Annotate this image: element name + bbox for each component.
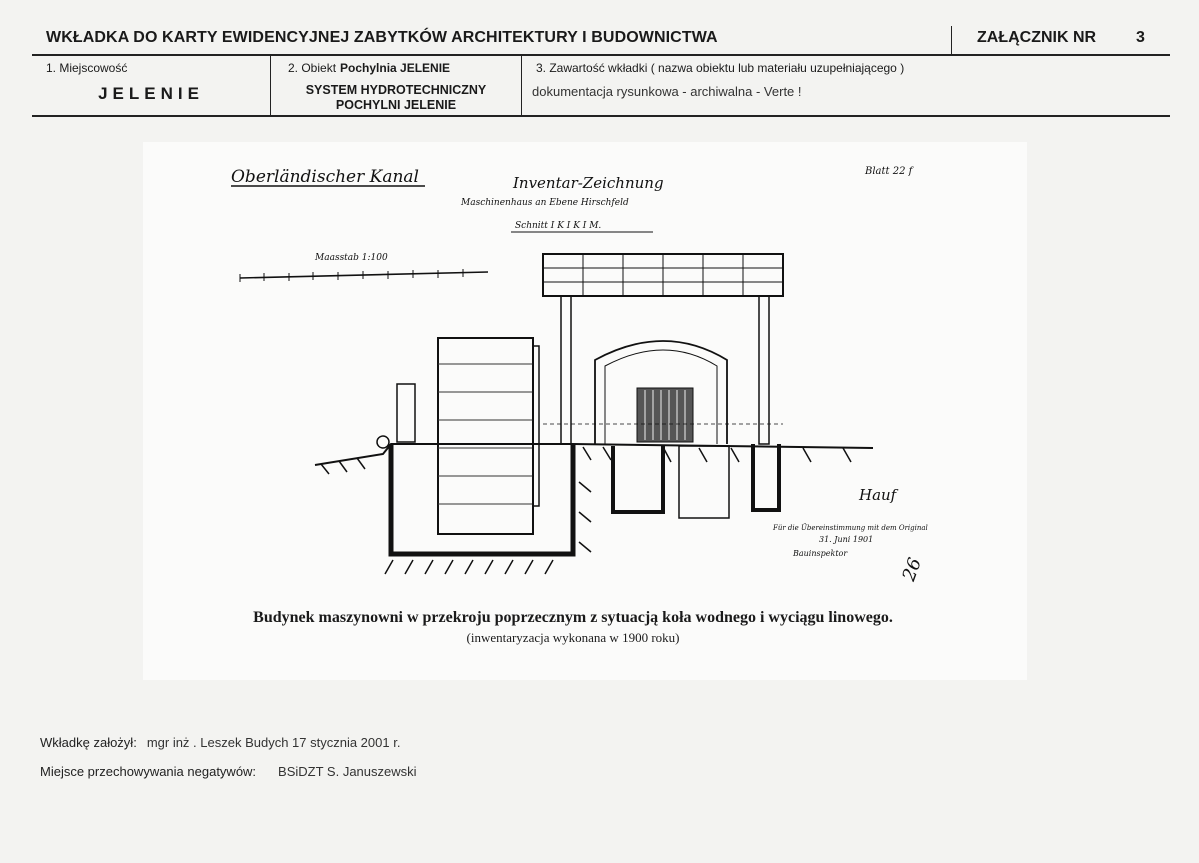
wheel-buckets [438,363,533,505]
place-value: JELENIE [98,84,204,103]
storage-label: Miejsce przechowywania negatywów: [40,764,257,779]
gear-pit [678,445,730,519]
house-left-wall [560,295,572,445]
left-support-post [396,383,416,443]
inscription-scale: Maasstab 1:100 [314,253,388,263]
content-value: dokumentacja rysunkowa - archiwalna - Ve… [532,84,802,99]
scale-bar [239,271,489,279]
roof-truss-members [543,254,783,296]
drawing-caption: Budynek maszynowni w przekroju poprzeczn… [253,608,893,648]
machine-foundation [611,446,665,514]
header-divider [951,26,952,54]
inscription-signature: Hauf [858,486,899,504]
wheel-axle-frame [532,345,540,507]
pit-hatching [384,481,592,575]
storage-line: Miejsce przechowywania negatywów: BSiDZT … [40,764,417,779]
caption-note: (inwentaryzacja wykonana w 1900 roku) [466,630,680,645]
annex-number: 3 [1136,29,1145,46]
archival-drawing: Oberländischer Kanal Inventar-Zeichnung … [143,142,1027,680]
founder-label: Wkładkę założył: [40,735,137,750]
header-row: WKŁADKA DO KARTY EWIDENCYJNEJ ZABYTKÓW A… [32,22,1170,56]
object-value: SYSTEM HYDROTECHNICZNY POCHYLNI JELENIE [271,83,521,113]
ground-line [314,443,874,466]
rope-drum [636,387,694,443]
object-value-line1: SYSTEM HYDROTECHNICZNY [305,83,487,97]
sheet-number: 26 [898,555,926,585]
object-value-line2: POCHYLNI JELENIE [335,98,457,112]
inscription-sub2: Schnitt I K I K I M. [515,221,601,231]
document-title: WKŁADKA DO KARTY EWIDENCYJNEJ ZABYTKÓW A… [46,29,718,46]
inscription-date: 31. Juni 1901 [819,535,873,544]
content-label: 3. Zawartość wkładki ( nazwa obiektu lub… [536,61,905,75]
right-foundation [751,444,781,512]
inscription-note: Für die Übereinstimmung mit dem Original [772,523,928,532]
caption-main: Budynek maszynowni w przekroju poprzeczn… [253,609,893,626]
content-field: 3. Zawartość wkładki ( nazwa obiektu lub… [521,56,1171,115]
cross-section-drawing: Oberländischer Kanal Inventar-Zeichnung … [231,166,928,585]
water-wheel [437,337,534,535]
rope-drum-staves [644,390,686,440]
storage-value: BSiDZT S. Januszewski [278,764,417,779]
inscription-title: Inventar-Zeichnung [512,174,664,192]
scale-ticks [239,269,464,282]
wheel-pit [388,444,576,557]
inscription-sub1: Maschinenhaus an Ebene Hirschfeld [460,198,629,208]
house-right-wall [758,295,770,445]
arched-opening [594,340,728,444]
founder-line: Wkładkę założył: mgr inż . Leszek Budych … [40,735,400,750]
annex-label: ZAŁĄCZNIK NR [977,29,1097,46]
place-field: 1. Miejscowość JELENIE [32,56,270,115]
founder-value: mgr inż . Leszek Budych 17 stycznia 2001… [146,735,401,750]
ground-hatching [320,446,852,475]
place-label: 1. Miejscowość [46,61,128,75]
arched-opening-inner [604,349,718,444]
sluice-pipe [376,435,390,449]
inscription-canal: Oberländischer Kanal [231,167,419,187]
object-name: Pochylnia JELENIE [340,61,451,75]
inscription-official: Bauinspektor [792,549,848,558]
object-label: 2. Obiekt [288,61,337,75]
inscription-sheet: Blatt 22 f [864,166,915,177]
